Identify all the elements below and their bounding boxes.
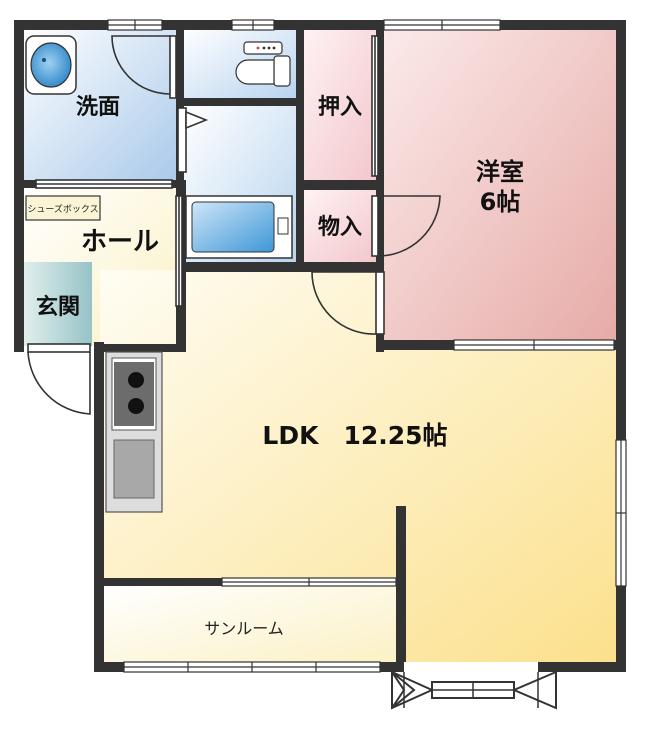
window-mullions [108,20,626,672]
bathtub [185,195,293,259]
hall-label: ホール [81,227,159,257]
shoe-box-label: シューズボックス [27,203,98,215]
western-room-label: 洋室 [476,158,524,186]
shoe-box [25,195,101,221]
western-room-floor [384,28,618,346]
closet-oshiire-floor [304,28,378,182]
sunroom-floor [100,586,396,664]
doors [27,35,441,415]
ldk-floor [100,270,618,664]
burner-icon [128,398,144,414]
washroom-label: 洗面 [76,95,120,120]
entrance-label: 玄関 [36,294,80,320]
burner-icon [128,372,144,388]
sunroom-label: サンルーム [204,619,284,638]
storage-label: 物入 [318,214,362,240]
toilet [235,41,291,87]
storage-floor [304,190,378,262]
kitchen-sink [113,439,155,499]
ldk-label: LDK 12.25帖 [262,421,447,450]
kitchen-counter [105,351,163,513]
bay-window [391,662,557,710]
western-room-size: 6帖 [480,188,521,216]
closet-oshiire-label: 押入 [318,94,362,120]
wash-basin [25,35,77,95]
entrance-floor [22,262,92,346]
